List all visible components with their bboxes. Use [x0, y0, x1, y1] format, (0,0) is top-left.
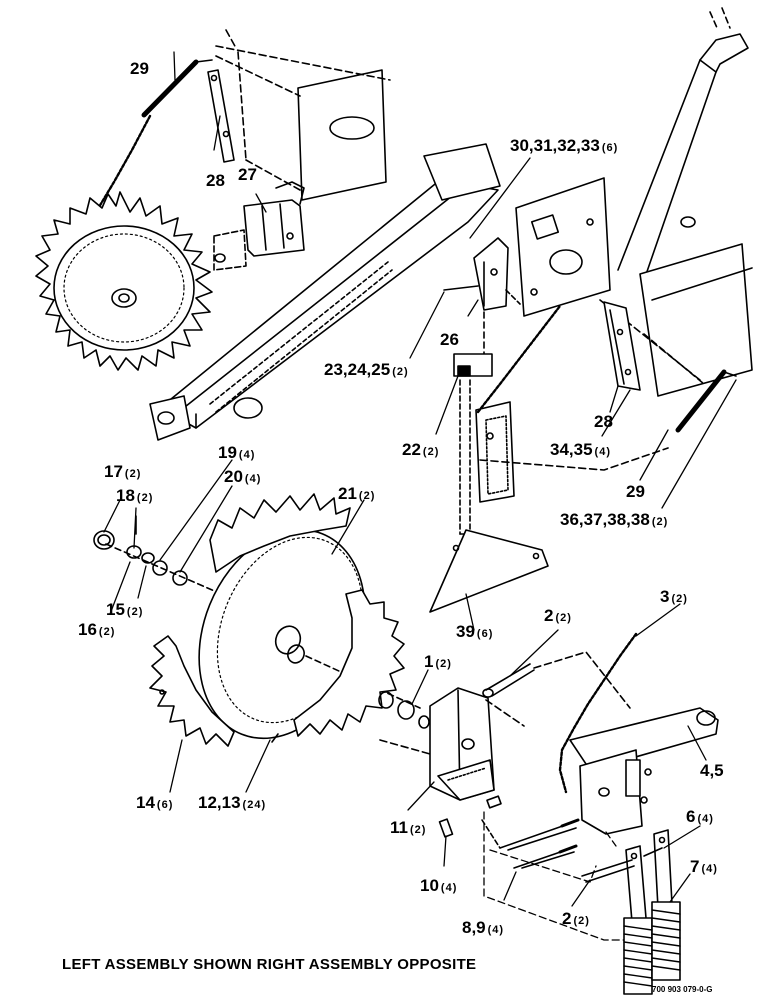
upper-spring	[141, 59, 213, 118]
drive-chain	[558, 632, 638, 794]
upper-rotary-disk	[35, 191, 213, 371]
hitch-bracket	[213, 181, 305, 271]
callout-36-38: 36,37,38,38(2)	[560, 510, 669, 529]
right-mounting-plate	[515, 177, 611, 317]
leader-lines	[103, 51, 737, 907]
right-link-bar	[603, 301, 641, 391]
callout-26: 26	[440, 330, 459, 349]
blade-segments	[149, 493, 405, 747]
callout-34-35: 34,35(4)	[550, 440, 611, 459]
main-arm	[569, 707, 719, 835]
center-bracket	[443, 237, 521, 311]
callout-19: 19(4)	[218, 443, 256, 462]
compression-springs	[623, 901, 681, 995]
support-bracket	[379, 687, 525, 809]
callout-23-25: 23,24,25(2)	[324, 360, 409, 379]
callout-16: 16(2)	[78, 620, 116, 639]
callout-15: 15(2)	[106, 600, 144, 619]
callout-30-33: 30,31,32,33(6)	[510, 136, 619, 155]
callout-3: 3(2)	[660, 587, 688, 606]
callout-21: 21(2)	[338, 484, 376, 503]
dashed-guide-lines-lower	[483, 811, 625, 941]
callout-39: 39(6)	[456, 622, 494, 641]
dashed-guide-lines-upper	[479, 447, 669, 471]
main-boom-arm	[149, 143, 501, 441]
upper-link-bar	[207, 69, 235, 163]
callout-12-13: 12,13(24)	[198, 793, 267, 812]
figure-number: 700 903 079-0-G	[652, 985, 713, 994]
callout-11: 11(2)	[390, 818, 427, 837]
callout-28-right: 28	[594, 412, 613, 431]
callout-4-5: 4,5	[700, 761, 724, 780]
callout-29-right: 29	[626, 482, 645, 501]
callout-8-9: 8,9(4)	[462, 918, 505, 937]
callout-1: 1(2)	[424, 652, 452, 671]
callout-29-upper: 29	[130, 59, 149, 78]
vertical-rod	[453, 311, 515, 535]
callout-14: 14(6)	[136, 793, 174, 812]
right-spring	[643, 333, 737, 433]
callout-7: 7(4)	[690, 857, 718, 876]
callout-17: 17(2)	[104, 462, 142, 481]
callout-2-lower: 2(2)	[562, 909, 590, 928]
pin	[438, 818, 454, 838]
assembly-caption: LEFT ASSEMBLY SHOWN RIGHT ASSEMBLY OPPOS…	[62, 956, 477, 973]
callout-2-upper: 2(2)	[544, 606, 572, 625]
bolts	[481, 818, 580, 869]
guard-plate	[429, 529, 549, 613]
callout-18: 18(2)	[116, 486, 154, 505]
bearing-stack	[378, 651, 631, 729]
callout-27: 27	[238, 165, 257, 184]
lower-chain	[476, 304, 562, 414]
upper-frame-plate	[215, 29, 391, 201]
callout-10: 10(4)	[420, 876, 458, 895]
callout-20: 20(4)	[224, 467, 262, 486]
callout-28-upper: 28	[206, 171, 225, 190]
callout-22: 22(2)	[402, 440, 440, 459]
upper-right-frame	[599, 7, 753, 397]
callout-6: 6(4)	[686, 807, 714, 826]
